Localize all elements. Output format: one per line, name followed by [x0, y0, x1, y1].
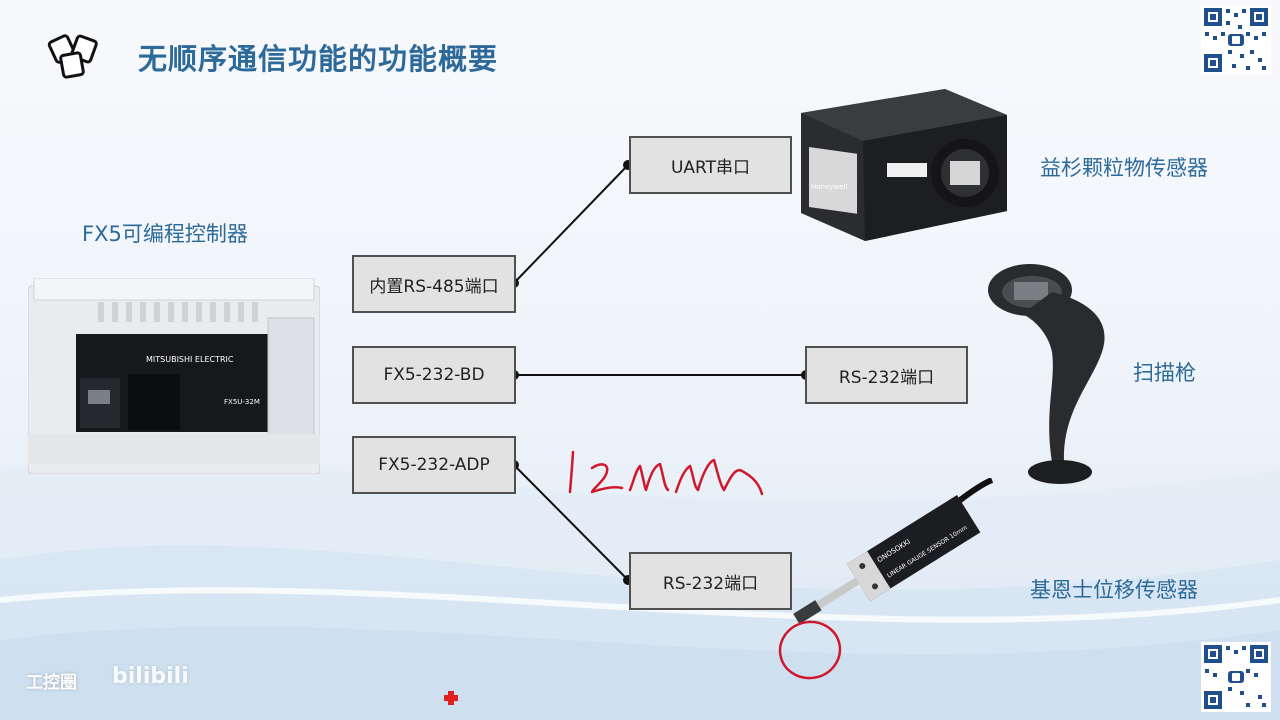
scanner-label: 扫描枪: [1133, 361, 1196, 385]
rs232-port-box-top: RS-232端口: [805, 346, 968, 404]
barcode-scanner-image: [988, 264, 1105, 484]
qr-code-icon: [1201, 642, 1271, 712]
linear-gauge-sensor-image: ONOSOKKI LINEAR GAUGE SENSOR 10mm: [793, 478, 994, 625]
footer-logo: 工控圈: [26, 673, 77, 693]
page-title: 无顺序通信功能的功能概要: [138, 42, 499, 76]
plc-model-text: FX5U-32M: [224, 398, 260, 406]
rs485-port-box: 内置RS-485端口: [352, 255, 516, 313]
pm-sensor-image: Honeywell: [801, 89, 1007, 241]
plc-label: FX5可编程控制器: [82, 222, 248, 246]
qr-code-icon: [1201, 5, 1271, 75]
red-cross-cursor-icon: [444, 691, 458, 705]
fx5-232-bd-box: FX5-232-BD: [352, 346, 516, 404]
rs232-port-box-bottom: RS-232端口: [629, 552, 792, 610]
bilibili-logo: bilibili: [112, 664, 189, 689]
plc-brand-text: MITSUBISHI ELECTRIC: [146, 355, 234, 364]
pm-sensor-label: 益杉颗粒物传感器: [1040, 156, 1208, 180]
uart-port-box: UART串口: [629, 136, 792, 194]
displacement-sensor-label: 基恩士位移传感器: [1030, 578, 1198, 602]
sensor-brand-text: Honeywell: [811, 183, 847, 191]
cards-icon: [47, 34, 98, 79]
fx5-232-adp-box: FX5-232-ADP: [352, 436, 516, 494]
plc-device-image: MITSUBISHI ELECTRIC FX5U-32M: [28, 278, 320, 474]
